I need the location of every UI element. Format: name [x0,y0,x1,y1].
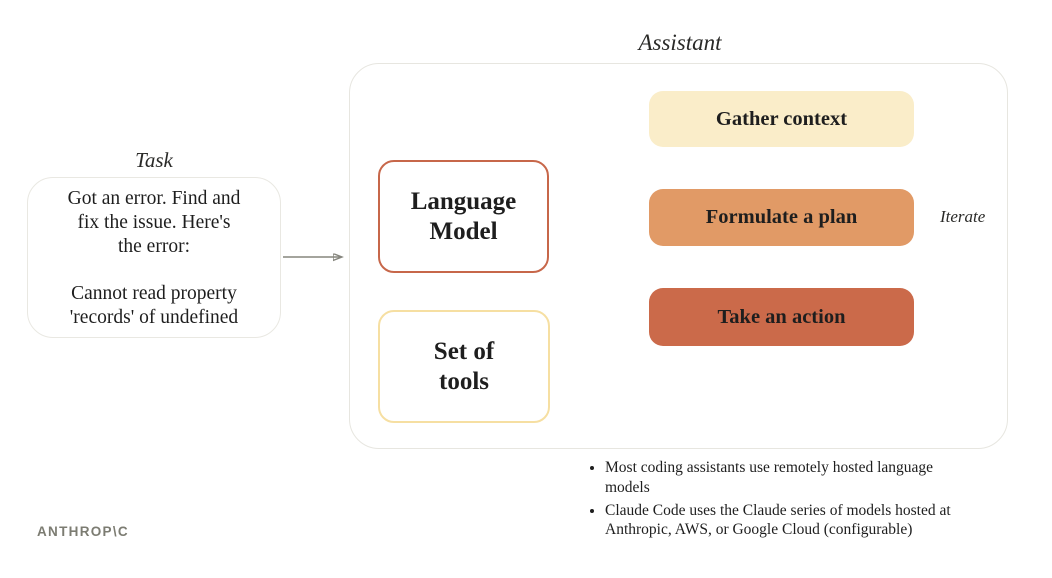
assistant-title: Assistant [638,30,722,55]
language-model-label: Language Model [410,188,517,245]
task-error-text: Cannot read property 'records' of undefi… [69,283,239,329]
note-item: Most coding assistants use remotely host… [605,458,1005,498]
step-gather-context-label: Gather context [715,107,848,130]
set-of-tools-label: Set of tools [433,338,495,395]
step-gather-context: Gather context [649,91,914,147]
task-title: Task [135,148,173,172]
step-formulate-plan: Formulate a plan [649,189,914,246]
step-formulate-plan-label: Formulate a plan [705,206,858,228]
language-model-node: Language Model [378,160,549,273]
set-of-tools-node: Set of tools [378,310,550,423]
note-item: Claude Code uses the Claude series of mo… [605,501,1005,541]
iterate-label: Iterate [940,207,986,226]
anthropic-logo: ANTHROP\C [37,524,129,539]
step-take-action-label: Take an action [717,305,846,328]
notes-list: Most coding assistants use remotely host… [585,458,1005,543]
step-take-action: Take an action [649,288,914,346]
task-bubble: Got an error. Find and fix the issue. He… [27,177,281,338]
task-request-text: Got an error. Find and fix the issue. He… [67,188,241,257]
